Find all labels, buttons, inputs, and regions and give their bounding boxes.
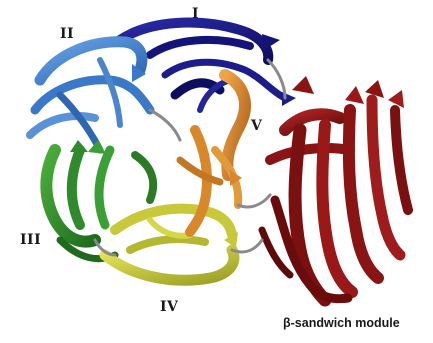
blade-3-ribbon	[46, 140, 153, 259]
blade-5-label: V	[251, 118, 262, 134]
blade-2-label: II	[60, 26, 74, 42]
blade-4-label: IV	[160, 299, 178, 315]
blade-3-label: III	[20, 232, 41, 248]
blade-1-label: I	[192, 6, 199, 22]
blade-2-ribbon	[30, 42, 150, 150]
beta-sandwich-module-ribbon	[262, 76, 408, 300]
module-label: β-sandwich module	[283, 316, 400, 330]
blade-4-ribbon	[105, 209, 238, 281]
